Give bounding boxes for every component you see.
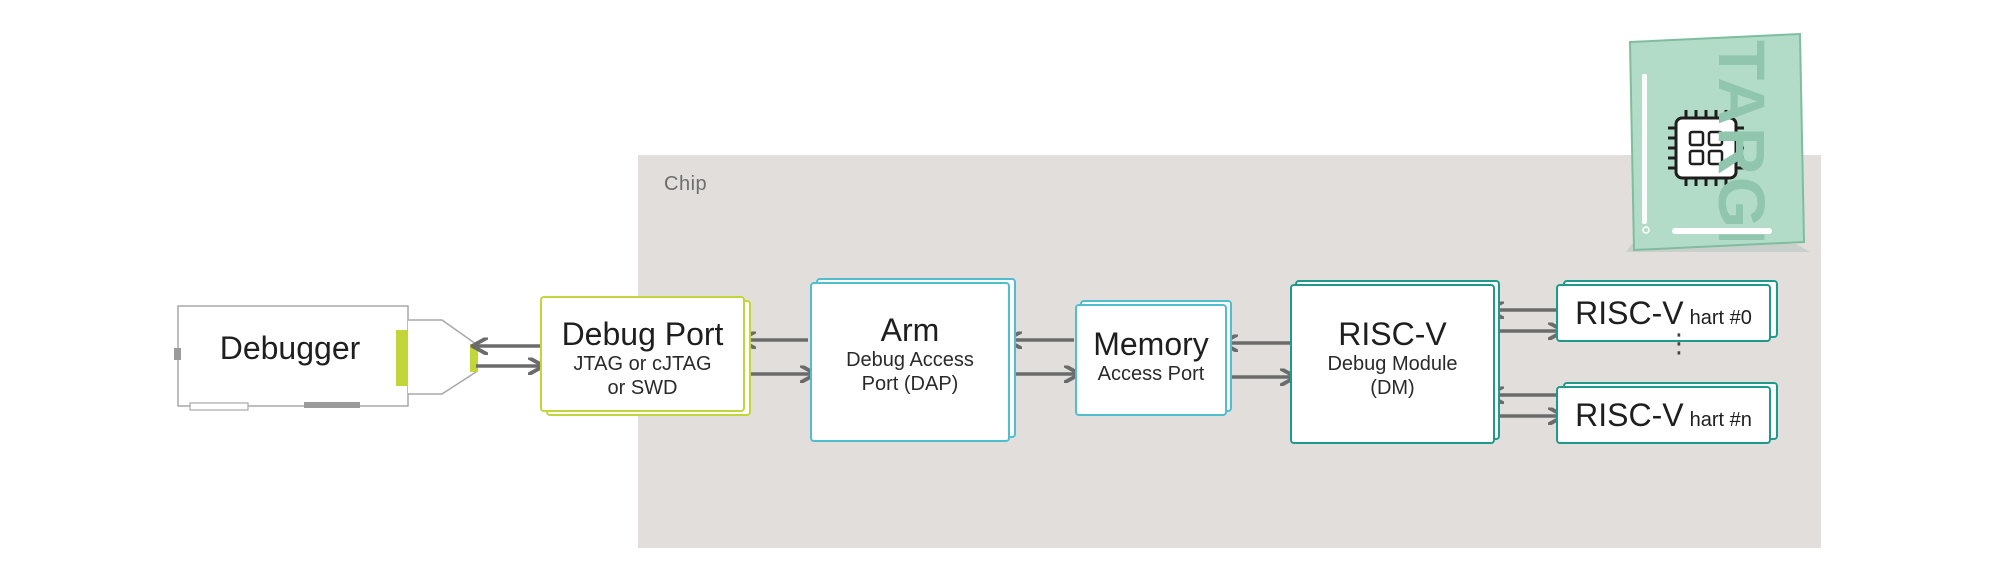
hart-0-sub: hart #0 <box>1689 307 1752 329</box>
hart-n-title: RISC-V <box>1575 397 1684 433</box>
target-board-illustration <box>1626 32 1810 252</box>
debug-port-line1: JTAG or cJTAG <box>573 353 712 375</box>
hart-n-sub: hart #n <box>1689 409 1752 431</box>
hart-0-box: RISC-V hart #0 <box>1556 284 1771 342</box>
target-board-label: TARGET <box>1705 40 1779 240</box>
debug-port-box: Debug Port JTAG or cJTAG or SWD <box>540 296 745 412</box>
arm-line1: Debug Access <box>846 349 974 371</box>
hart-0-title: RISC-V <box>1575 295 1684 331</box>
chip-label: Chip <box>664 173 708 195</box>
memory-line1: Access Port <box>1097 363 1205 385</box>
arm-dap-box: Arm Debug Access Port (DAP) <box>810 282 1010 442</box>
riscv-title: RISC-V <box>1338 316 1447 352</box>
arm-title: Arm <box>880 312 940 348</box>
debug-port-title: Debug Port <box>561 316 724 352</box>
chip-icon <box>1668 110 1744 186</box>
riscv-line1: Debug Module <box>1327 353 1458 375</box>
debug-port-line2: or SWD <box>607 377 678 399</box>
memory-title: Memory <box>1093 326 1209 362</box>
riscv-debug-module-box: RISC-V Debug Module (DM) <box>1290 284 1495 444</box>
harts-ellipsis: ⋮ <box>1666 330 1692 356</box>
hart-n-box: RISC-V hart #n <box>1556 386 1771 444</box>
debugger-label: Debugger <box>219 330 361 366</box>
debugger-device <box>174 305 478 411</box>
arm-line2: Port (DAP) <box>861 373 959 395</box>
riscv-line2: (DM) <box>1370 377 1415 399</box>
memory-access-port-box: Memory Access Port <box>1075 304 1227 416</box>
